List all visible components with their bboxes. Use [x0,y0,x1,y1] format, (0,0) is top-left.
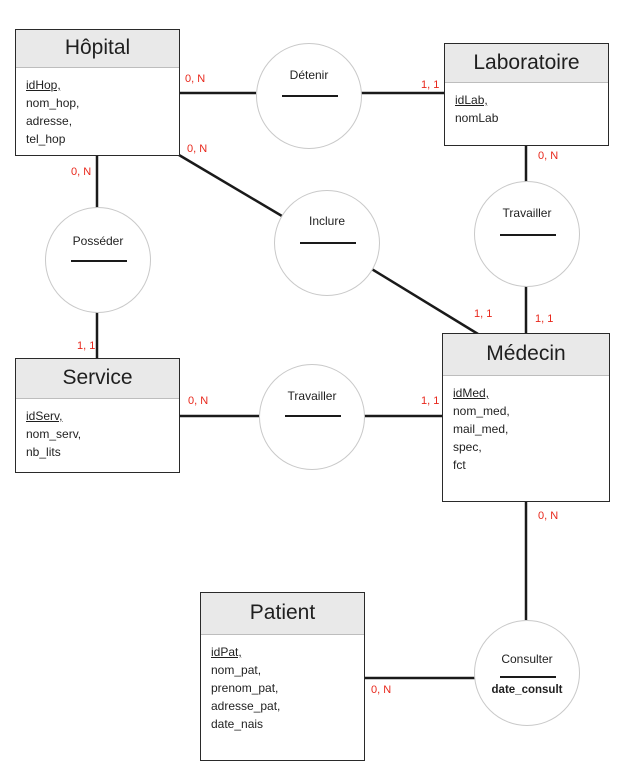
cardinality-medecin-travailler-service: 1, 1 [421,395,440,407]
attribute: fct [453,458,466,472]
association-detenir[interactable]: Détenir [256,43,362,149]
primary-key: idMed, [453,386,490,400]
association-name: Détenir [289,68,329,82]
association-divider [500,676,556,678]
cardinality-patient-consulter: 0, N [371,684,392,696]
association-divider [300,242,356,244]
cardinality-medecin-inclure: 1, 1 [474,308,493,320]
association-divider [71,260,127,262]
primary-key: idHop, [26,78,61,92]
cardinality-service-posseder: 1, 1 [77,340,96,352]
entity-laboratoire[interactable]: Laboratoire idLab, nomLab [444,43,609,146]
attribute: tel_hop [26,132,66,146]
association-divider [282,95,338,97]
association-travailler-service[interactable]: Travailler [259,364,365,470]
attribute-list: idLab, nomLab [445,83,608,127]
association-name: Travailler [502,206,552,220]
attribute: nom_pat, [211,663,262,677]
entity-title: Hôpital [16,30,179,68]
association-divider [500,234,556,236]
entity-title: Service [16,359,179,399]
attribute: spec, [453,440,482,454]
entity-title: Médecin [443,334,609,376]
cardinality-medecin-consulter: 0, N [538,510,559,522]
attribute-list: idHop, nom_hop, adresse, tel_hop [16,68,179,148]
entity-title: Laboratoire [445,44,608,83]
primary-key: idServ, [26,409,63,423]
entity-hopital[interactable]: Hôpital idHop, nom_hop, adresse, tel_hop [15,29,180,156]
attribute: mail_med, [453,422,509,436]
association-divider [285,415,341,417]
attribute: adresse, [26,114,73,128]
cardinality-hopital-posseder: 0, N [71,166,92,178]
cardinality-laboratoire-travailler: 0, N [538,150,559,162]
association-name: Travailler [287,389,337,403]
entity-medecin[interactable]: Médecin idMed, nom_med, mail_med, spec, … [442,333,610,502]
entity-patient[interactable]: Patient idPat, nom_pat, prenom_pat, adre… [200,592,365,761]
entity-title: Patient [201,593,364,635]
cardinality-hopital-detenir: 0, N [185,73,206,85]
association-attribute: date_consult [491,684,563,696]
attribute: nom_med, [453,404,510,418]
attribute: nomLab [455,111,499,125]
cardinality-medecin-travailler-lab: 1, 1 [535,313,554,325]
cardinality-service-travailler: 0, N [188,395,209,407]
association-name: Inclure [308,214,346,228]
entity-service[interactable]: Service idServ, nom_serv, nb_lits [15,358,180,473]
association-name: Posséder [72,234,124,248]
association-posseder[interactable]: Posséder [45,207,151,313]
association-consulter[interactable]: Consulter date_consult [474,620,580,726]
association-inclure[interactable]: Inclure [274,190,380,296]
line-hopital-inclure [178,153,288,221]
attribute-list: idPat, nom_pat, prenom_pat, adresse_pat,… [201,635,364,733]
cardinality-hopital-inclure: 0, N [187,143,208,155]
association-name: Consulter [501,652,553,666]
attribute: nom_hop, [26,96,80,110]
attribute: prenom_pat, [211,681,279,695]
cardinality-laboratoire-detenir: 1, 1 [421,79,440,91]
attribute-list: idServ, nom_serv, nb_lits [16,399,179,461]
line-inclure-medecin [369,266,479,336]
primary-key: idLab, [455,93,488,107]
attribute-list: idMed, nom_med, mail_med, spec, fct [443,376,609,474]
attribute: nb_lits [26,445,61,459]
attribute: adresse_pat, [211,699,281,713]
association-travailler-laboratoire[interactable]: Travailler [474,181,580,287]
primary-key: idPat, [211,645,242,659]
attribute: date_nais [211,717,264,731]
attribute: nom_serv, [26,427,82,441]
